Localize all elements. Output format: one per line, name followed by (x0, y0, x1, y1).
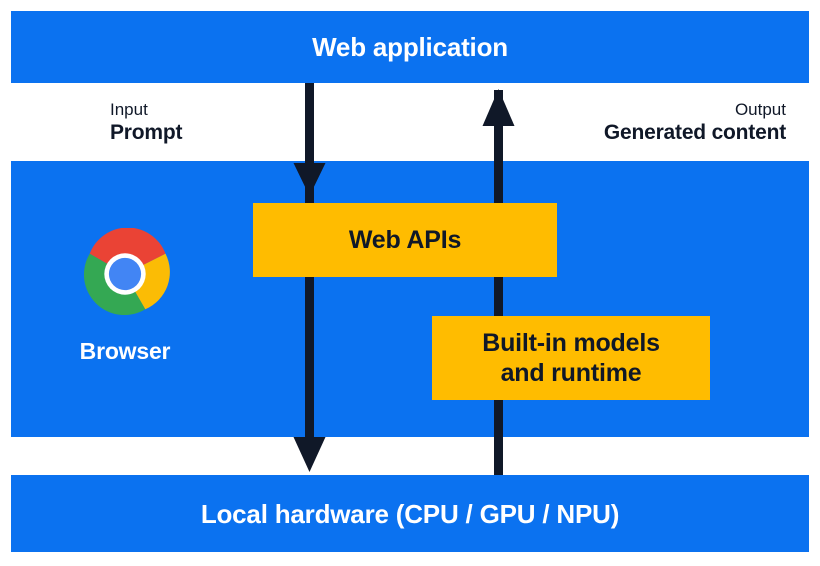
layer-local-hardware: Local hardware (CPU / GPU / NPU) (11, 475, 809, 552)
component-builtin-models-line2: and runtime (500, 359, 642, 387)
flow-note-input: Input Prompt (110, 100, 183, 146)
component-builtin-models-label: Built-in models and runtime (482, 328, 660, 389)
layer-web-application-label: Web application (312, 32, 508, 62)
flow-note-output: Output Generated content (604, 100, 786, 146)
flow-note-input-kind: Input (110, 100, 148, 119)
browser-identity-group: Browser (40, 228, 210, 365)
layer-browser-label: Browser (79, 338, 171, 364)
layer-web-application: Web application (11, 11, 809, 83)
flow-note-input-value: Prompt (110, 121, 183, 145)
component-web-apis[interactable]: Web APIs (253, 203, 557, 277)
component-builtin-models-line1: Built-in models (482, 328, 660, 357)
component-web-apis-label: Web APIs (348, 225, 462, 254)
component-builtin-models[interactable]: Built-in models and runtime (432, 316, 710, 400)
chrome-logo (83, 228, 170, 316)
flow-note-output-kind: Output (734, 100, 786, 119)
flow-note-output-value: Generated content (603, 121, 786, 145)
layer-local-hardware-label: Local hardware (CPU / GPU / NPU) (200, 499, 620, 529)
